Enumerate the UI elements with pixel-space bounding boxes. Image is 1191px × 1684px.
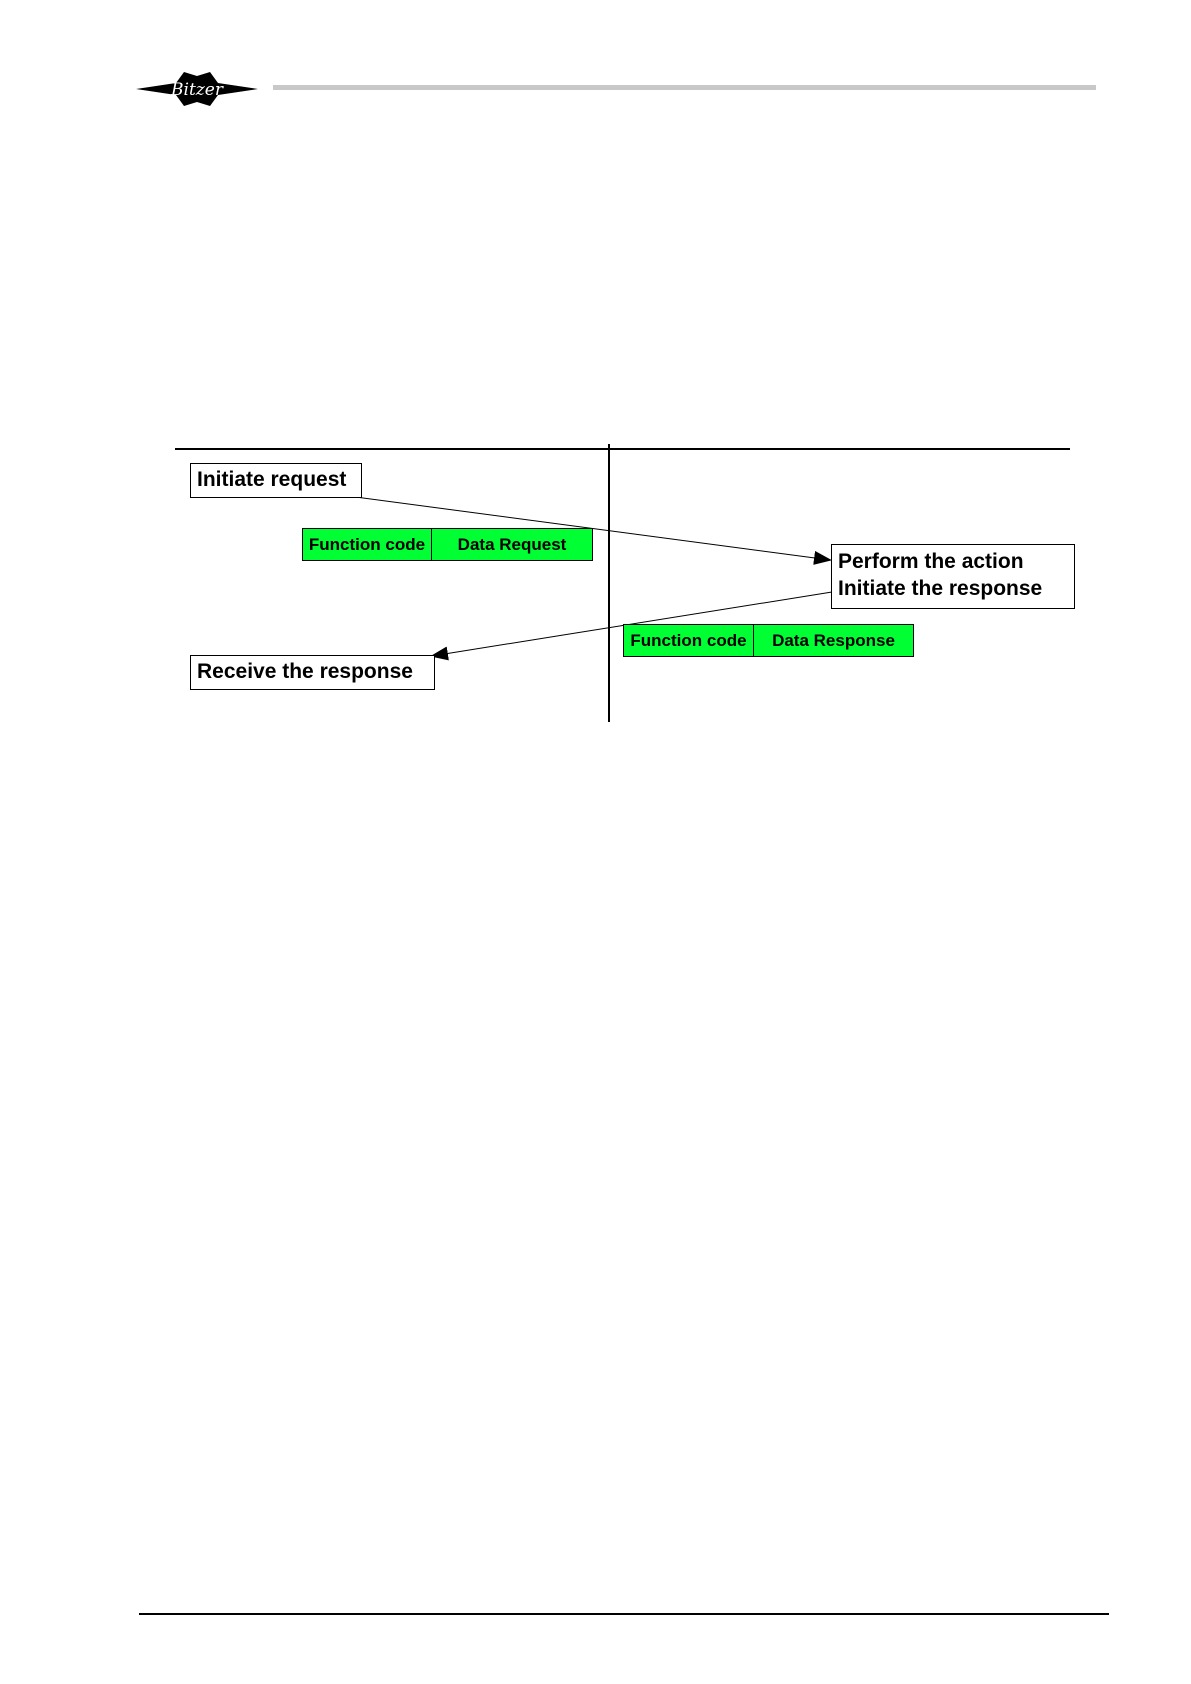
initiate-request-label: Initiate request xyxy=(197,468,346,491)
request-frame: Function code Data Request xyxy=(302,528,593,561)
footer-rule xyxy=(139,1613,1109,1615)
initiate-request-box: Initiate request xyxy=(190,463,362,498)
request-data-cell: Data Request xyxy=(432,529,592,560)
request-function-code-cell: Function code xyxy=(303,529,432,560)
receive-response-label: Receive the response xyxy=(197,660,413,683)
receive-response-box: Receive the response xyxy=(190,655,435,690)
perform-action-box: Perform the action Initiate the response xyxy=(831,544,1075,609)
initiate-response-label: Initiate the response xyxy=(838,575,1068,602)
response-frame: Function code Data Response xyxy=(623,624,914,657)
response-data-cell: Data Response xyxy=(754,625,913,656)
perform-action-label: Perform the action xyxy=(838,548,1068,575)
response-function-code-cell: Function code xyxy=(624,625,754,656)
